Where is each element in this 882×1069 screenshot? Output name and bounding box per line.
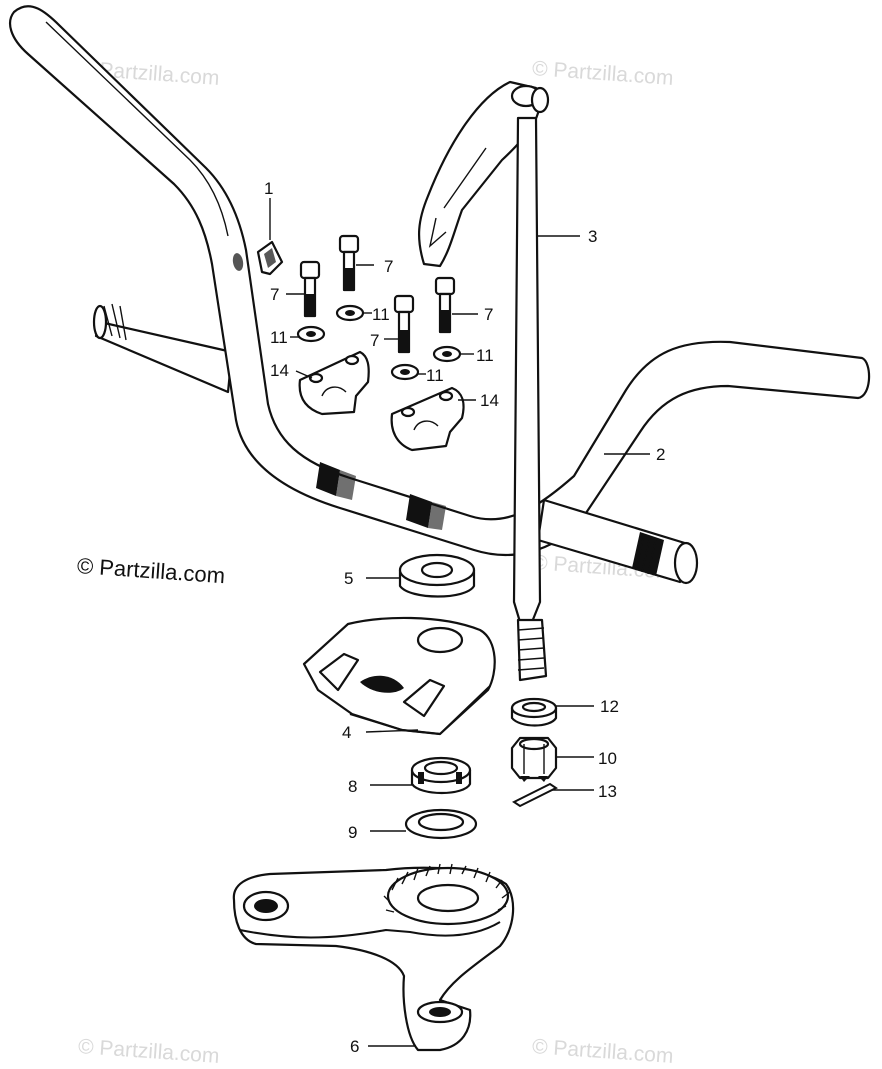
callout-labels: 1 2 3 4 5 6 7 7 7 7 8 9 10 11 11 11 11 1…: [264, 179, 665, 1056]
washer-part-11: [296, 325, 326, 343]
cushion-part-5: [398, 553, 476, 598]
callout-14: 14: [270, 361, 289, 380]
clip-part-1: [256, 240, 284, 276]
washer-part-11: [335, 304, 365, 322]
handlebar-part-2: [9, 5, 871, 585]
callout-13: 13: [598, 782, 617, 801]
pitman-arm-part-6: [232, 863, 515, 1052]
callout-11: 11: [372, 305, 390, 324]
callout-4: 4: [342, 723, 351, 742]
callout-7: 7: [370, 331, 379, 350]
callout-11: 11: [270, 328, 288, 347]
upper-holder-part-14: [390, 386, 465, 452]
callout-12: 12: [600, 697, 619, 716]
castle-nut-part-10: [510, 736, 558, 782]
washer-part-9: [404, 808, 478, 840]
callout-14: 14: [480, 391, 499, 410]
washer-part-12: [510, 697, 558, 727]
callout-7: 7: [484, 305, 493, 324]
bolt-part-7: [393, 294, 415, 354]
bolt-part-7: [434, 276, 456, 334]
upper-holder-part-14: [298, 350, 370, 416]
control-rod-part-3: [417, 80, 550, 682]
callout-9: 9: [348, 823, 357, 842]
bearing-nut-part-8: [410, 756, 472, 794]
lower-holder-part-4: [302, 616, 496, 736]
callout-11: 11: [426, 366, 444, 385]
leader-lines: [269, 198, 650, 1047]
callout-1: 1: [264, 179, 273, 198]
cotter-pin-part-13: [512, 782, 558, 808]
callout-8: 8: [348, 777, 357, 796]
washer-part-11: [432, 345, 462, 363]
callout-7: 7: [384, 257, 393, 276]
callout-2: 2: [656, 445, 665, 464]
callout-6: 6: [350, 1037, 359, 1056]
callout-7: 7: [270, 285, 279, 304]
washer-part-11: [390, 363, 420, 381]
callout-11: 11: [476, 346, 494, 365]
bolt-part-7: [299, 260, 321, 318]
callout-3: 3: [588, 227, 597, 246]
bolt-part-7: [338, 234, 360, 292]
callout-10: 10: [598, 749, 617, 768]
callout-5: 5: [344, 569, 353, 588]
